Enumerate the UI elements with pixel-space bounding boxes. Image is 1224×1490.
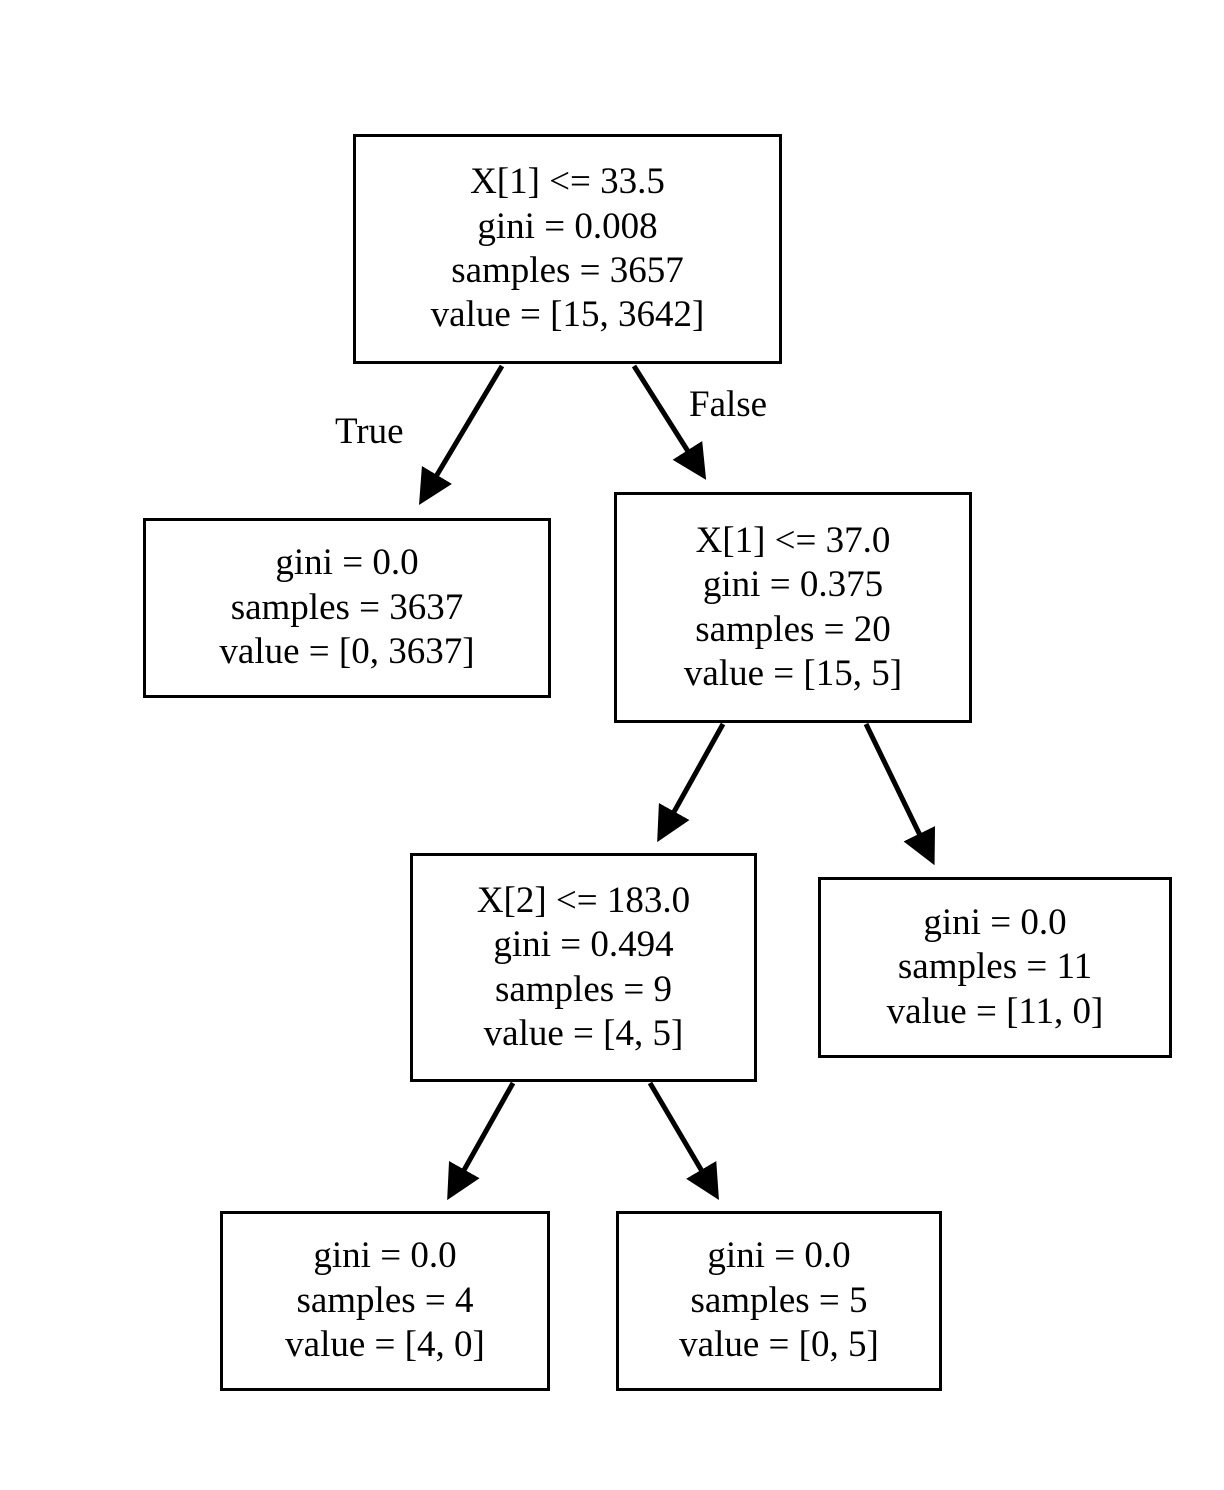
- node-value: value = [0, 5]: [679, 1324, 879, 1366]
- edge-label-false: False: [689, 384, 768, 425]
- node-value: value = [15, 5]: [683, 652, 903, 694]
- node-condition: X[1] <= 37.0: [695, 519, 891, 561]
- edge-label-true: True: [335, 411, 404, 452]
- node-value: value = [4, 0]: [285, 1324, 485, 1366]
- node-value: value = [15, 3642]: [430, 294, 705, 336]
- node-gini: gini = 0.0: [707, 1235, 851, 1277]
- edge-n2-to-n3: [657, 722, 726, 843]
- tree-node-samples-4-leaf[interactable]: gini = 0.0 samples = 4 value = [4, 0]: [220, 1211, 550, 1391]
- tree-node-right-internal[interactable]: X[1] <= 37.0 gini = 0.375 samples = 20 v…: [614, 492, 972, 723]
- node-samples: samples = 4: [296, 1279, 474, 1321]
- node-gini: gini = 0.0: [313, 1235, 457, 1277]
- edge-n3-to-n6: [647, 1081, 719, 1201]
- node-samples: samples = 11: [897, 946, 1093, 988]
- tree-node-x2-internal[interactable]: X[2] <= 183.0 gini = 0.494 samples = 9 v…: [410, 853, 757, 1082]
- tree-node-root[interactable]: X[1] <= 33.5 gini = 0.008 samples = 3657…: [353, 134, 782, 364]
- edge-n2-to-n4: [863, 722, 936, 866]
- node-gini: gini = 0.0: [923, 901, 1067, 943]
- node-value: value = [0, 3637]: [219, 631, 475, 673]
- tree-node-samples-5-leaf[interactable]: gini = 0.0 samples = 5 value = [0, 5]: [616, 1211, 942, 1391]
- node-gini: gini = 0.494: [493, 924, 674, 966]
- tree-node-left-leaf[interactable]: gini = 0.0 samples = 3637 value = [0, 36…: [143, 518, 551, 698]
- node-value: value = [11, 0]: [886, 990, 1104, 1032]
- node-value: value = [4, 5]: [483, 1012, 684, 1054]
- node-condition: X[1] <= 33.5: [470, 161, 665, 203]
- edge-n3-to-n5: [447, 1081, 516, 1201]
- node-samples: samples = 5: [690, 1279, 868, 1321]
- node-condition: X[2] <= 183.0: [476, 879, 691, 921]
- node-gini: gini = 0.0: [275, 542, 419, 584]
- node-samples: samples = 3637: [230, 586, 464, 628]
- node-samples: samples = 9: [494, 968, 673, 1010]
- node-gini: gini = 0.375: [702, 564, 884, 606]
- tree-node-samples-11-leaf[interactable]: gini = 0.0 samples = 11 value = [11, 0]: [818, 877, 1172, 1058]
- node-samples: samples = 3657: [451, 250, 684, 291]
- node-samples: samples = 20: [695, 608, 891, 650]
- edge-root-to-left: [419, 364, 505, 506]
- node-gini: gini = 0.008: [477, 205, 658, 247]
